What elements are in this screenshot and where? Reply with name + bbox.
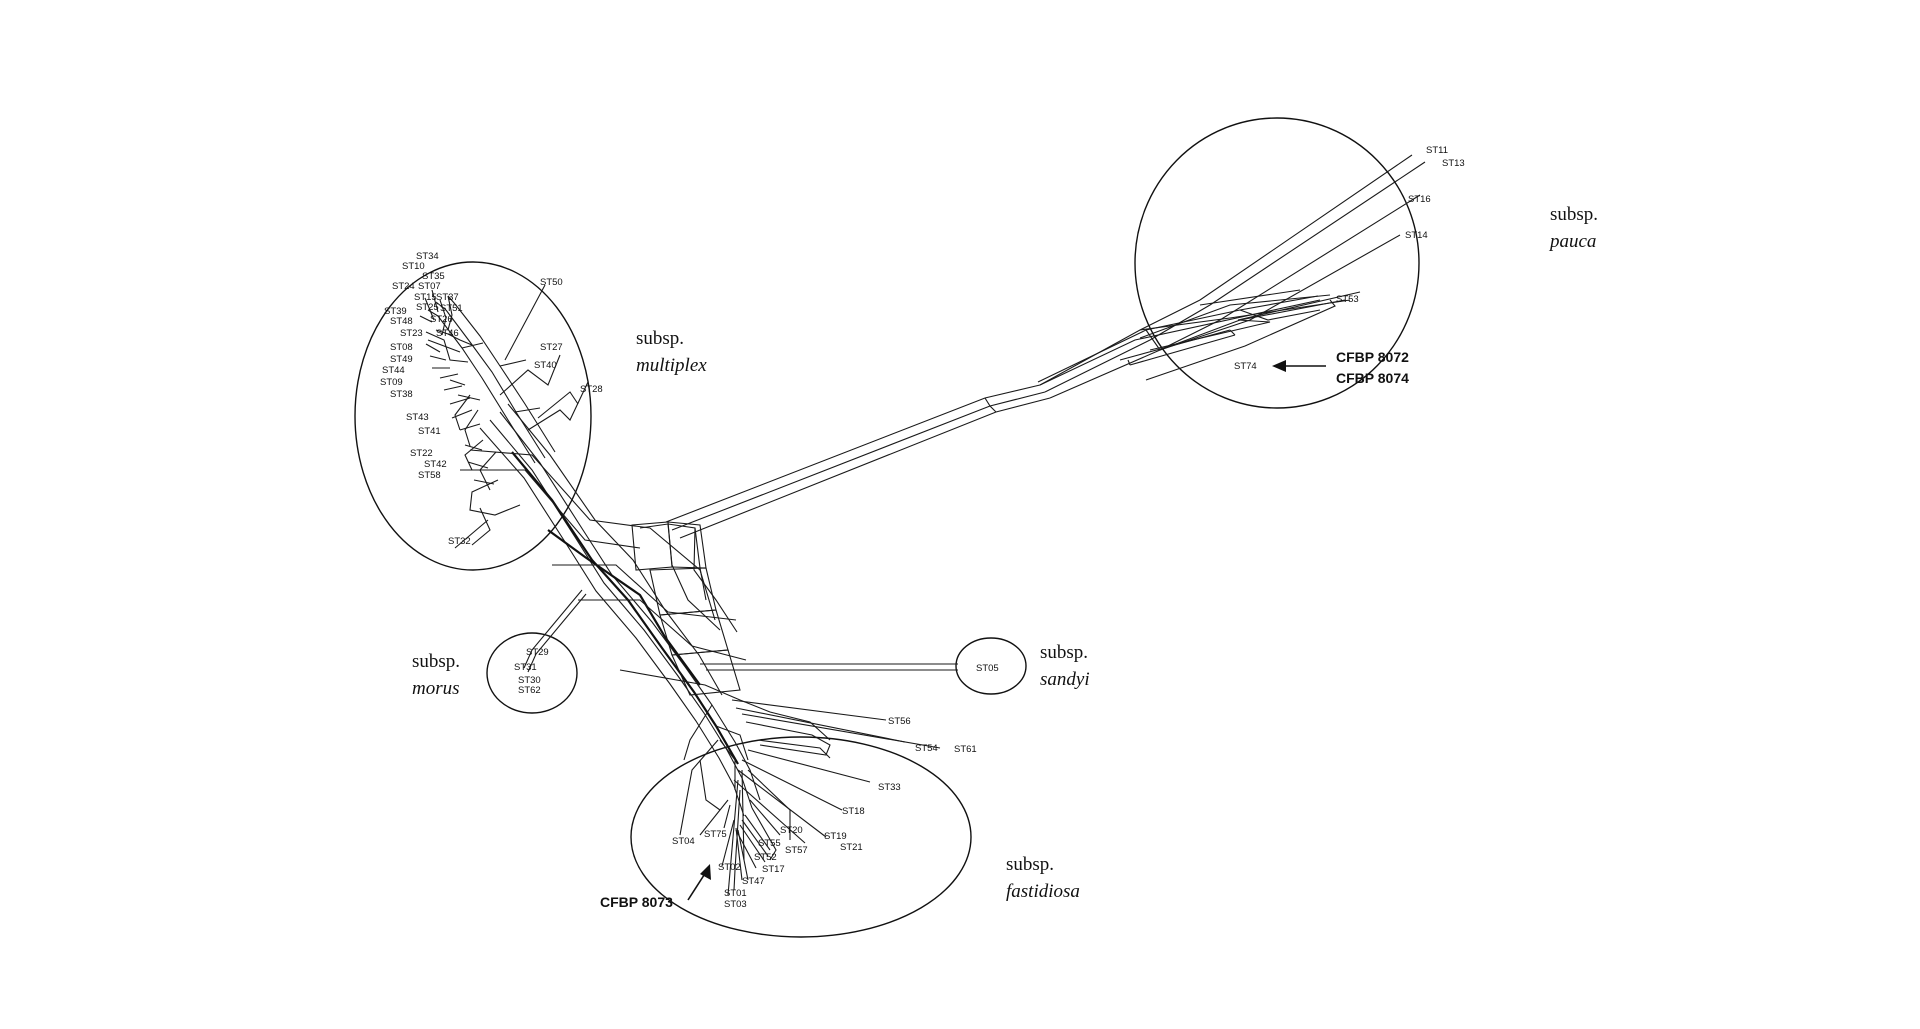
- strain-label: ST03: [724, 899, 747, 910]
- pauca-branch: [665, 154, 1426, 539]
- strain-label: ST53: [1336, 294, 1359, 305]
- pauca-strain-labels: ST11 ST13 ST16 ST14 ST53 ST74: [1234, 145, 1465, 372]
- group-name: morus: [412, 678, 460, 699]
- strain-label: ST56: [888, 716, 911, 727]
- strain-label: ST46: [436, 328, 459, 339]
- strain-label: ST26: [430, 314, 453, 325]
- strain-label: ST25: [416, 302, 439, 313]
- multiplex-strain-labels: ST34 ST10 ST35 ST24 ST07 ST15 ST37 ST25 …: [380, 251, 603, 547]
- strain-label: ST42: [424, 459, 447, 470]
- strain-label: ST47: [742, 876, 765, 887]
- strain-label: ST40: [534, 360, 557, 371]
- group-prefix: subsp.: [1550, 204, 1598, 225]
- strain-label: ST50: [540, 277, 563, 288]
- multiplex-cluster-ellipse: [354, 261, 592, 571]
- strain-label: ST21: [840, 842, 863, 853]
- strain-label: ST43: [406, 412, 429, 423]
- strain-label: ST02: [718, 862, 741, 873]
- strain-label: ST08: [390, 342, 413, 353]
- sandyi-cluster-ellipse: [955, 637, 1027, 695]
- strain-label: ST62: [518, 685, 541, 696]
- network-backbone: [460, 403, 761, 817]
- strain-label: ST33: [878, 782, 901, 793]
- group-prefix: subsp.: [412, 651, 460, 672]
- strain-label: ST30: [518, 675, 541, 686]
- strain-label: ST16: [1408, 194, 1431, 205]
- strain-label: ST58: [418, 470, 441, 481]
- strain-label: ST07: [418, 281, 441, 292]
- strain-label: ST44: [382, 365, 405, 376]
- strain-label: ST17: [762, 864, 785, 875]
- strain-label: ST14: [1405, 230, 1428, 241]
- strain-label: ST23: [400, 328, 423, 339]
- strain-label: ST52: [754, 852, 777, 863]
- strain-label: ST19: [824, 831, 847, 842]
- cfbp-8073-arrow: [687, 864, 711, 901]
- multiplex-fan: [419, 284, 589, 549]
- group-name: sandyi: [1040, 669, 1090, 690]
- strain-label: ST10: [402, 261, 425, 272]
- fastidiosa-strain-labels: ST56 ST54 ST61 ST33 ST18 ST20 ST19 ST21 …: [672, 716, 977, 910]
- strain-label: ST37: [436, 292, 459, 303]
- strain-label: ST41: [418, 426, 441, 437]
- strain-label: ST31: [514, 662, 537, 673]
- strain-label: ST51: [440, 303, 463, 314]
- group-name: pauca: [1548, 231, 1596, 252]
- group-label-pauca: subsp. pauca: [1548, 204, 1598, 252]
- group-label-multiplex: subsp. multiplex: [636, 328, 707, 376]
- cfbp-8072-label: CFBP 8072: [1336, 349, 1409, 365]
- group-name: fastidiosa: [1006, 881, 1080, 902]
- strain-label: ST15: [414, 292, 437, 303]
- strain-label: ST38: [390, 389, 413, 400]
- sandyi-branch: [700, 663, 958, 671]
- morus-cluster-ellipse: [486, 632, 578, 714]
- strain-label: ST75: [704, 829, 727, 840]
- cfbp-8072-arrow: [1272, 360, 1326, 372]
- strain-label: ST32: [448, 536, 471, 547]
- strain-label: ST48: [390, 316, 413, 327]
- cfbp-8073-label: CFBP 8073: [600, 894, 673, 910]
- strain-label: ST22: [410, 448, 433, 459]
- strain-label: ST01: [724, 888, 747, 899]
- pauca-cluster-ellipse: [1134, 117, 1420, 409]
- group-label-sandyi: subsp. sandyi: [1040, 642, 1090, 690]
- group-name: multiplex: [636, 355, 707, 376]
- group-prefix: subsp.: [636, 328, 684, 349]
- group-label-morus: subsp. morus: [412, 651, 460, 699]
- strain-label: ST11: [1426, 145, 1448, 156]
- group-label-fastidiosa: subsp. fastidiosa: [1006, 854, 1080, 902]
- strain-label: ST61: [954, 744, 977, 755]
- strain-label: ST39: [384, 306, 407, 317]
- strain-label: ST05: [976, 663, 999, 674]
- strain-label: ST57: [785, 845, 808, 856]
- group-prefix: subsp.: [1006, 854, 1054, 875]
- strain-label: ST18: [842, 806, 865, 817]
- strain-label: ST74: [1234, 361, 1257, 372]
- cfbp-8074-label: CFBP 8074: [1336, 370, 1409, 386]
- fastidiosa-cluster-ellipse: [630, 736, 972, 938]
- strain-label: ST13: [1442, 158, 1465, 169]
- strain-label: ST28: [580, 384, 603, 395]
- fastidiosa-fan: [679, 699, 941, 896]
- morus-branch: [523, 589, 587, 673]
- strain-label: ST55: [758, 838, 781, 849]
- strain-label: ST20: [780, 825, 803, 836]
- strain-label: ST24: [392, 281, 415, 292]
- group-prefix: subsp.: [1040, 642, 1088, 663]
- strain-label: ST27: [540, 342, 563, 353]
- strain-label: ST35: [422, 271, 445, 282]
- morus-strain-labels: ST29 ST31 ST30 ST62: [514, 647, 549, 696]
- strain-label: ST49: [390, 354, 413, 365]
- strain-label: ST29: [526, 647, 549, 658]
- strain-label: ST09: [380, 377, 403, 388]
- strain-label: ST54: [915, 743, 938, 754]
- strain-label: ST04: [672, 836, 695, 847]
- strain-label: ST34: [416, 251, 439, 262]
